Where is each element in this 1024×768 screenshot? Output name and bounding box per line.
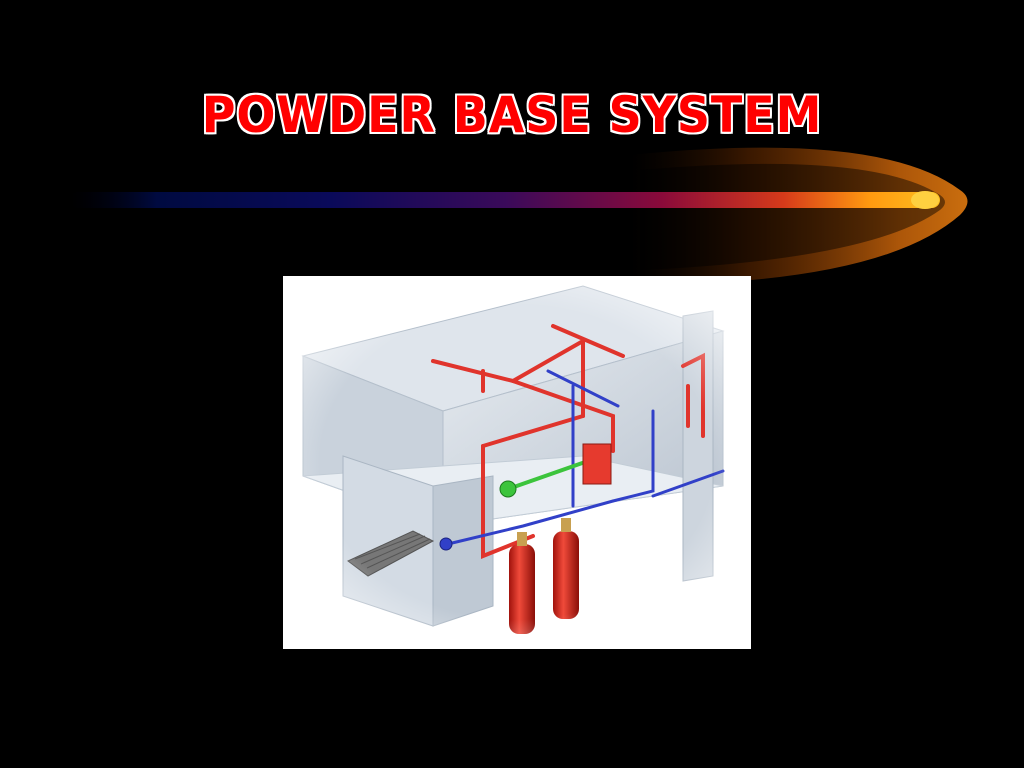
slide-title: POWDER BASE SYSTEM	[201, 86, 823, 144]
system-illustration	[283, 276, 751, 649]
system-diagram	[283, 276, 751, 649]
comet-decoration	[70, 147, 968, 285]
